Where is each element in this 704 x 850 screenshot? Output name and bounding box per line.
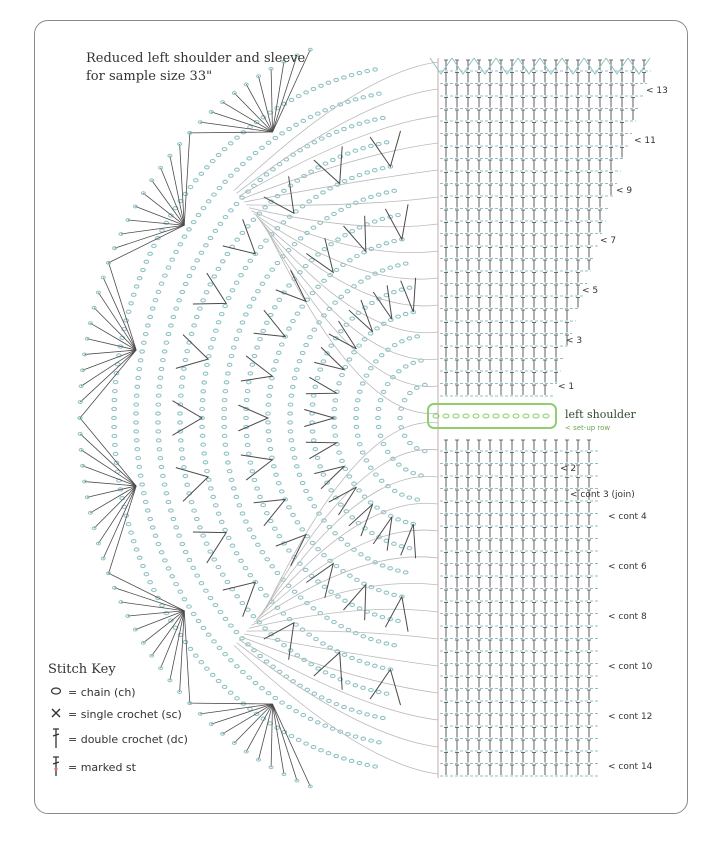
key-label-chain: = chain (ch): [68, 685, 136, 699]
row-label-7: < 7: [600, 236, 617, 246]
stitch-key: Stitch Key = chain (ch) = single crochet…: [48, 662, 188, 781]
key-row-dc: = double crochet (dc): [48, 725, 188, 753]
key-label-marked: = marked st: [68, 760, 136, 774]
row-label-1: < 1: [558, 382, 575, 392]
row-label-9: < 9: [616, 186, 633, 196]
row-label-2: < 2: [560, 464, 577, 474]
row-label-11: < 11: [634, 136, 656, 146]
stitch-key-heading: Stitch Key: [48, 662, 116, 677]
key-row-sc: = single crochet (sc): [48, 703, 188, 725]
row-label-3: < 3: [566, 336, 583, 346]
key-label-sc: = single crochet (sc): [68, 707, 182, 721]
left-shoulder-label: left shoulder: [565, 408, 636, 421]
row-label-cont-4: < cont 4: [608, 512, 647, 522]
title-line-2: for sample size 33": [86, 69, 213, 84]
diagram-frame: [34, 20, 688, 814]
chain-icon: [48, 685, 64, 699]
row-label-5: < 5: [582, 286, 599, 296]
key-label-dc: = double crochet (dc): [68, 732, 188, 746]
row-label-cont-12: < cont 12: [608, 712, 653, 722]
key-row-marked: = marked st: [48, 753, 188, 781]
row-label-13: < 13: [646, 86, 668, 96]
single-crochet-icon: [48, 707, 64, 722]
marked-st-icon: [48, 755, 64, 780]
row-label-cont-8: < cont 8: [608, 612, 647, 622]
title-line-1: Reduced left shoulder and sleeve: [86, 51, 306, 66]
key-row-chain: = chain (ch): [48, 681, 188, 703]
yoke-fan: [77, 47, 439, 789]
row-label-cont-10: < cont 10: [608, 662, 653, 672]
sleeve-columns: [427, 57, 651, 778]
row-label-cont-3: < cont 3 (join): [570, 490, 635, 500]
diagram-title: Reduced left shoulder and sleeve for sam…: [86, 50, 305, 86]
double-crochet-icon: [48, 727, 64, 752]
setup-row-label: < set-up row: [565, 424, 611, 432]
row-label-cont-14: < cont 14: [608, 762, 653, 772]
row-label-cont-6: < cont 6: [608, 562, 647, 572]
